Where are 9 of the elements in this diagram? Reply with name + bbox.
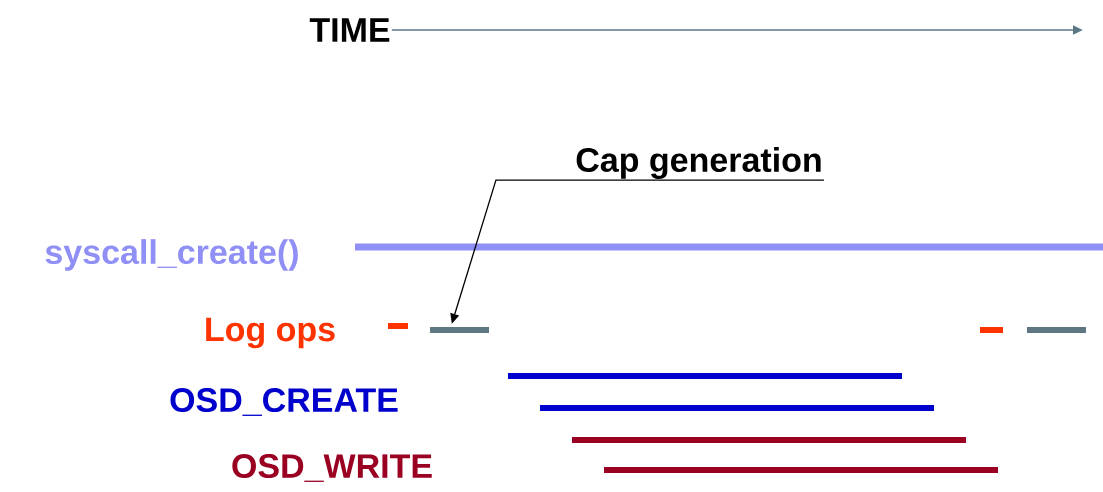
time-arrow [391, 25, 1083, 35]
timeline-bar [430, 327, 489, 333]
timeline-bar [1027, 327, 1086, 333]
axis-label: TIME [309, 18, 390, 42]
row-label: OSD_WRITE [232, 454, 432, 482]
row-label: syscall_create() [45, 239, 298, 271]
row-label: Log ops [206, 317, 335, 349]
callout-text: Cap generation [576, 147, 821, 179]
row-label: OSD_CREATE [170, 388, 398, 416]
